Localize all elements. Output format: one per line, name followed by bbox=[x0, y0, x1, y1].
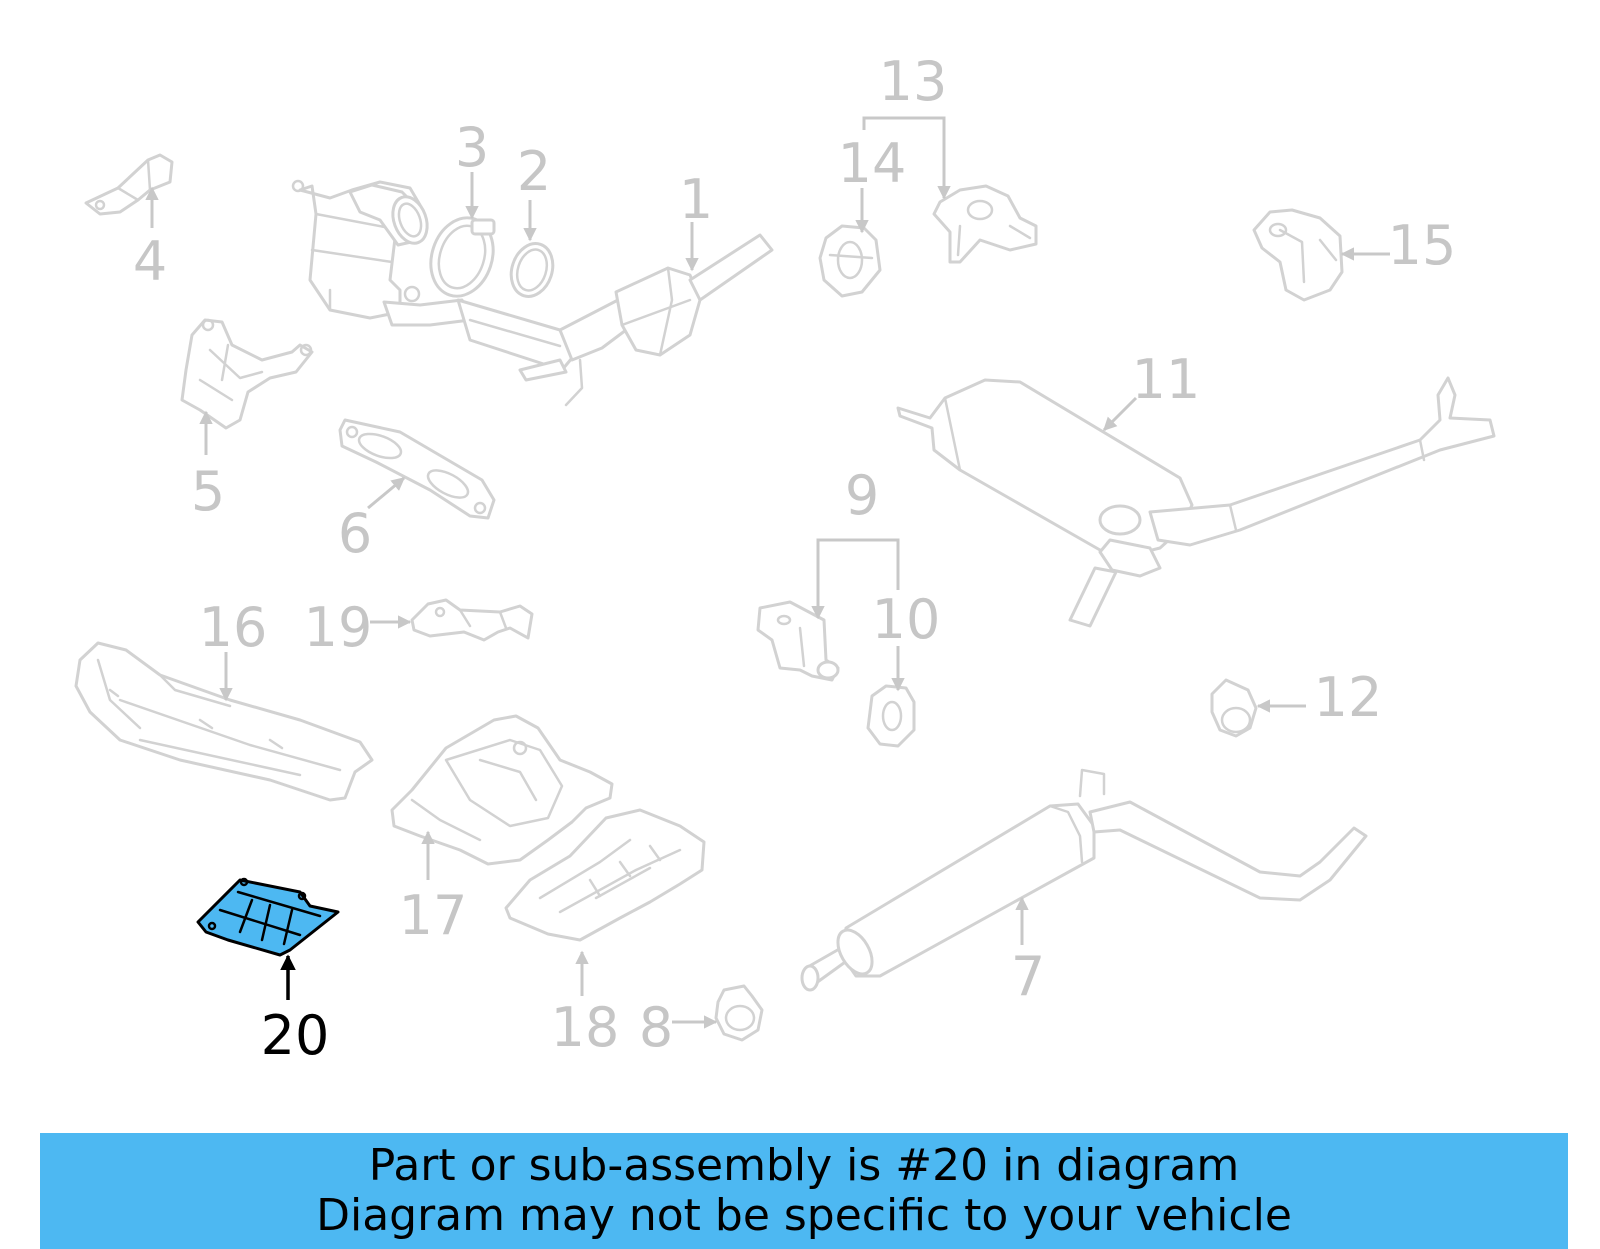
info-banner: Part or sub-assembly is #20 in diagram D… bbox=[40, 1133, 1568, 1249]
banner-line-2: Diagram may not be specific to your vehi… bbox=[316, 1190, 1292, 1241]
callout-13[interactable]: 13 bbox=[879, 50, 948, 113]
callout-15[interactable]: 15 bbox=[1388, 214, 1457, 277]
exhaust-parts-diagram: 1 2 3 4 5 6 7 8 9 10 11 12 13 14 15 16 1… bbox=[74, 50, 1496, 1067]
part-5-heat-shield[interactable] bbox=[180, 318, 314, 430]
part-13-bracket[interactable] bbox=[932, 184, 1038, 264]
callout-19[interactable]: 19 bbox=[304, 596, 373, 659]
callout-5[interactable]: 5 bbox=[191, 460, 225, 523]
part-17-heat-shield[interactable] bbox=[390, 714, 614, 866]
part-16-heat-shield[interactable] bbox=[74, 641, 374, 802]
callout-7[interactable]: 7 bbox=[1011, 945, 1045, 1008]
part-6-flange-gasket[interactable] bbox=[338, 418, 496, 520]
part-20-skid-plate[interactable] bbox=[196, 877, 340, 957]
part-14-hanger[interactable] bbox=[818, 224, 882, 298]
callout-9[interactable]: 9 bbox=[845, 464, 879, 527]
callout-14[interactable]: 14 bbox=[838, 132, 907, 195]
callout-20[interactable]: 20 bbox=[261, 1004, 330, 1067]
catalytic-converter-assembly[interactable] bbox=[291, 179, 774, 407]
callout-18[interactable]: 18 bbox=[551, 996, 620, 1059]
part-10-hanger[interactable] bbox=[866, 684, 916, 748]
callout-12[interactable]: 12 bbox=[1314, 666, 1383, 729]
part-12-clamp[interactable] bbox=[1210, 678, 1258, 738]
leader-lines bbox=[145, 116, 1390, 1029]
part-3-clamp[interactable] bbox=[421, 210, 503, 305]
part-19-bracket[interactable] bbox=[410, 598, 534, 642]
callout-8[interactable]: 8 bbox=[639, 996, 673, 1059]
part-7-muffler-pipe[interactable] bbox=[800, 768, 1368, 992]
callout-10[interactable]: 10 bbox=[872, 588, 941, 651]
callout-4[interactable]: 4 bbox=[133, 230, 167, 293]
banner-line-1: Part or sub-assembly is #20 in diagram bbox=[368, 1140, 1240, 1191]
part-15-mount[interactable] bbox=[1252, 208, 1344, 302]
part-8-clamp[interactable] bbox=[714, 984, 764, 1042]
part-4-bracket[interactable] bbox=[84, 153, 174, 216]
part-9-bracket[interactable] bbox=[756, 600, 840, 682]
callout-6[interactable]: 6 bbox=[338, 502, 372, 565]
part-11-muffler[interactable] bbox=[896, 376, 1496, 628]
callout-numbers: 1 2 3 4 5 6 7 8 9 10 11 12 13 14 15 16 1… bbox=[133, 50, 1457, 1067]
callout-1[interactable]: 1 bbox=[679, 168, 713, 231]
callout-17[interactable]: 17 bbox=[399, 884, 468, 947]
part-2-gasket[interactable] bbox=[505, 238, 560, 302]
callout-2[interactable]: 2 bbox=[517, 140, 551, 203]
callout-3[interactable]: 3 bbox=[455, 116, 489, 179]
callout-16[interactable]: 16 bbox=[199, 596, 268, 659]
part-18-heat-shield[interactable] bbox=[504, 808, 706, 942]
callout-11[interactable]: 11 bbox=[1132, 348, 1201, 411]
